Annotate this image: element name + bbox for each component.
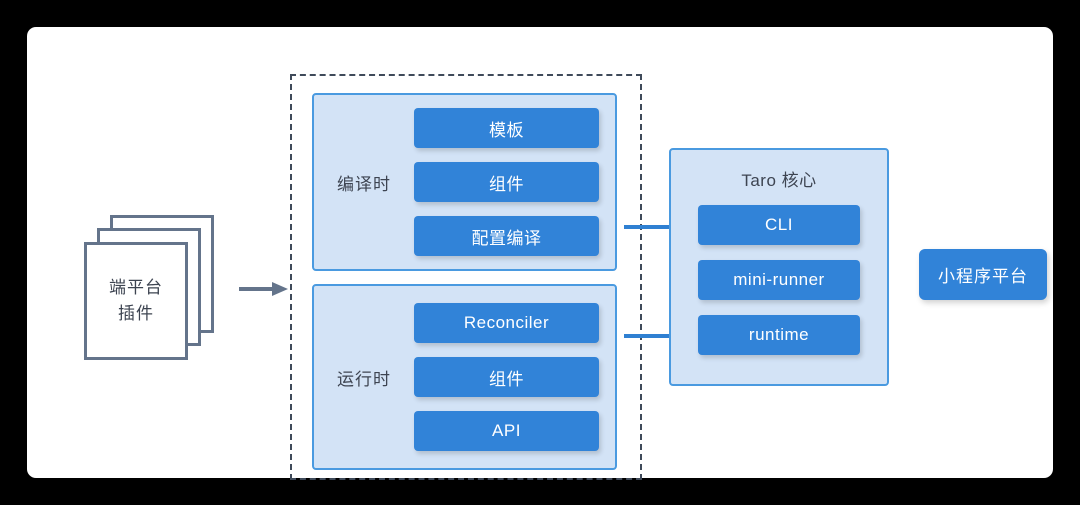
stack-card-front: 端平台 插件 — [84, 242, 188, 360]
platform-plugin-label: 端平台 插件 — [109, 278, 163, 323]
chip-runtime[interactable]: runtime — [698, 315, 860, 355]
phase-label-runtime: 运行时 — [337, 369, 391, 389]
taro-core-title: Taro 核心 — [741, 171, 817, 190]
taro-core-items: CLI mini-runner runtime — [698, 205, 860, 355]
mini-program-platform-node[interactable]: 小程序平台 — [919, 249, 1047, 300]
chip-component-runtime[interactable]: 组件 — [414, 357, 599, 397]
arrow-right-gray-icon — [239, 279, 289, 299]
chip-component-compile[interactable]: 组件 — [414, 162, 599, 202]
chip-mini-runner[interactable]: mini-runner — [698, 260, 860, 300]
chip-cli[interactable]: CLI — [698, 205, 860, 245]
phase-panel-compile-time[interactable]: 编译时 模板 组件 配置编译 — [312, 93, 617, 271]
phase-items-compile-time: 模板 组件 配置编译 — [414, 108, 615, 256]
phase-items-runtime: Reconciler 组件 API — [414, 303, 615, 451]
chip-config-compile[interactable]: 配置编译 — [414, 216, 599, 256]
platform-plugin-card-stack[interactable]: 端平台 插件 — [84, 215, 232, 363]
chip-api[interactable]: API — [414, 411, 599, 451]
taro-core-panel[interactable]: Taro 核心 CLI mini-runner runtime — [669, 148, 889, 386]
framework-boundary — [290, 74, 642, 480]
chip-reconciler[interactable]: Reconciler — [414, 303, 599, 343]
phase-panel-runtime[interactable]: 运行时 Reconciler 组件 API — [312, 284, 617, 470]
diagram-surface: 端平台 插件 编译时 模板 组件 配置编译 运行时 Reconciler — [27, 27, 1053, 480]
phase-label-compile-time: 编译时 — [337, 174, 391, 194]
chip-template[interactable]: 模板 — [414, 108, 599, 148]
